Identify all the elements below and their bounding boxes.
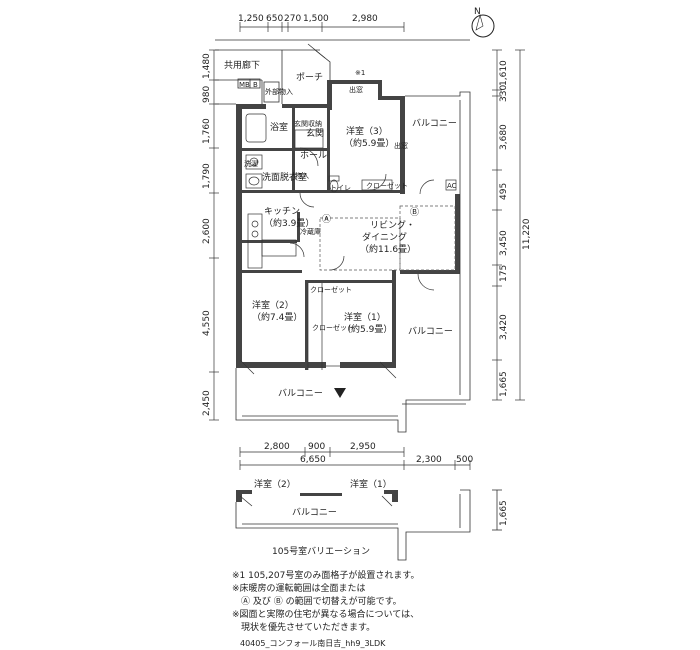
bottom-dimensions (239, 447, 471, 470)
north-compass-icon: N (471, 7, 495, 38)
bottom-dim-1: 2,800 (264, 442, 290, 452)
left-dimensions (209, 49, 219, 421)
bottom-dim-6: 500 (456, 455, 473, 465)
right-dim-4: 495 (499, 183, 509, 200)
right-dimensions (492, 49, 525, 401)
closet2-label: クローゼット (312, 323, 354, 332)
bath-label: 浴室 (270, 121, 288, 133)
bottom-dim-4: 6,650 (300, 455, 326, 465)
bottom-dim-2: 900 (308, 442, 325, 452)
variation-dim: 1,665 (499, 500, 509, 526)
bottom-dim-3: 2,950 (350, 442, 376, 452)
note-line-5: 現状を優先させていただきます。 (232, 623, 376, 633)
variation-plan: 洋室（2） 洋室（1） バルコニー 1,665 105号室バリエーション (235, 478, 509, 561)
left-dim-2: 980 (202, 86, 212, 103)
top-dim-2: 650 (266, 14, 283, 24)
right-dim-1: 1,610 (499, 60, 509, 86)
left-dim-7: 2,450 (202, 390, 212, 416)
top-dim-1: 1,250 (238, 14, 264, 24)
marker-b: Ⓑ (410, 207, 419, 218)
right-dim-5: 3,450 (499, 230, 509, 256)
window-out2-label: 出窓 (394, 141, 408, 150)
bed2-size: （約7.4畳） (252, 311, 302, 323)
porch-label: ポーチ (296, 72, 323, 83)
note-line-4: ※図面と実際の住宅が異なる場合については、 (232, 610, 420, 620)
ac-label: AC (447, 182, 457, 190)
floor-heating-area (319, 205, 456, 271)
balcony-outlines (235, 91, 471, 433)
hall-label: ホール (300, 150, 327, 161)
bed2-name: 洋室（2） (252, 299, 294, 311)
left-dim-3: 1,760 (202, 118, 212, 144)
washer-label: 洗濯 (244, 159, 258, 168)
top-dim-5: 2,980 (352, 14, 378, 24)
left-dim-6: 4,550 (202, 310, 212, 336)
window-out-label: 出窓 (349, 85, 363, 94)
kitchen-size: （約3.9畳） (264, 217, 314, 229)
living-name2: ダイニング (362, 231, 407, 243)
variation-bed2: 洋室（2） (254, 478, 296, 490)
right-dim-8: 1,665 (499, 371, 509, 397)
view-direction-icon (334, 388, 346, 398)
variation-balcony: バルコニー (292, 507, 337, 518)
top-dim-3: 270 (284, 14, 301, 24)
bed3-size: （約5.9畳） (344, 137, 394, 149)
meter-b-label: B (253, 81, 258, 89)
right-dim-6: 175 (499, 265, 509, 282)
left-dim-4: 1,790 (202, 163, 212, 189)
note-line-1: ※1 105,207号室のみ面格子が設置されます。 (232, 571, 420, 581)
wash-room-label: 洗面脱衣室 (262, 171, 307, 183)
right-dim-3: 3,680 (499, 124, 509, 150)
top-dimensions (215, 22, 470, 41)
balcony-bottom-label: バルコニー (278, 388, 323, 399)
right-dim-7: 3,420 (499, 314, 509, 340)
living-name: リビング・ (370, 219, 415, 231)
note-line-2: ※床暖房の運転範囲は全面または (232, 584, 366, 594)
fridge-label: 冷蔵庫 (300, 227, 321, 236)
note-line-3: Ⓐ 及び Ⓑ の範囲で切替えが可能です。 (232, 597, 402, 607)
closet-small-label: クローゼット (366, 181, 408, 190)
closet1-label: クローゼット (310, 285, 352, 294)
storage-label: 物入 (295, 171, 309, 180)
compass-label: N (474, 7, 481, 17)
balcony-top-label: バルコニー (412, 118, 457, 129)
variation-bed1: 洋室（1） (350, 478, 392, 490)
kitchen-name: キッチン (264, 206, 300, 217)
bed1-size: （約5.9畳） (342, 323, 392, 335)
common-corridor-label: 共用廊下 (224, 59, 260, 71)
right-dim-total: 11,220 (522, 218, 532, 250)
walls (236, 80, 460, 370)
footer-code: 40405_コンフォール南日吉_hh9_3LDK (240, 639, 386, 648)
meter-box-label: MB (239, 81, 250, 89)
bed1-name: 洋室（1） (344, 311, 386, 323)
bed3-name: 洋室（3） (346, 125, 388, 137)
note-mark: ※1 (355, 69, 365, 77)
porch-lines (215, 43, 331, 105)
entrance-storage-label: 玄関収納 (294, 119, 322, 128)
entrance-label: 玄関 (306, 127, 324, 139)
left-dim-5: 2,600 (202, 218, 212, 244)
toilet-label: トイレ (330, 184, 351, 192)
marker-a: Ⓐ (322, 214, 331, 225)
bottom-dim-5: 2,300 (416, 455, 442, 465)
top-dim-4: 1,500 (303, 14, 329, 24)
variation-caption: 105号室バリエーション (272, 545, 370, 557)
fixtures (239, 113, 457, 379)
right-dim-2: 330 (499, 85, 509, 102)
living-size: （約11.6畳） (360, 243, 416, 255)
balcony-right-label: バルコニー (408, 326, 453, 337)
ext-storage-label: 外部物入 (265, 87, 293, 96)
left-dim-1: 1,480 (202, 53, 212, 79)
